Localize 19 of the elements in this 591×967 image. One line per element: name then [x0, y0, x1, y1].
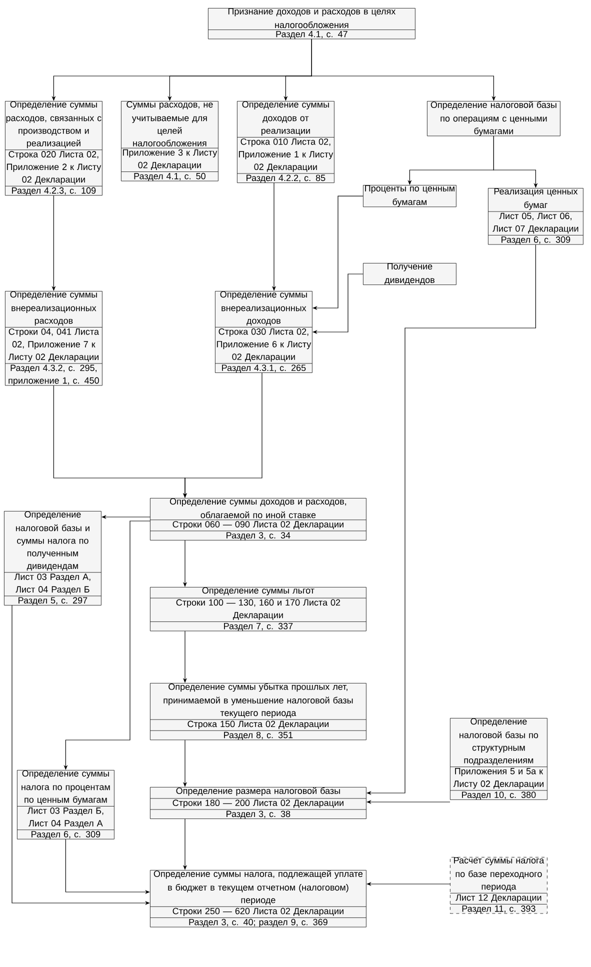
- process-box: Определение суммы налога по процентам по ценным бумагам Лист 03 Раздел Б, Лист 04 Раздел А Раздел 6, с. 309: [17, 770, 114, 840]
- process-box: Проценты по ценным бумагам: [363, 185, 456, 208]
- process-box: Суммы расходов, не учитываемые для целей налогообложения Приложение 3 к Листу 02 Декларации Раздел 4.1, с. 50: [121, 101, 218, 182]
- process-box: Определение суммы убытка прошлых лет, принимаемой в уменьшение налоговой базы текущего периода Строка 150 Листа 02 Декларации Раздел 8, с. 351: [150, 683, 366, 740]
- process-box: Определение суммы доходов от реализации Строка 010 Листа 02, Приложение 1 к Листу 02 Декларации Раздел 4.2.2, с. 85: [237, 101, 334, 183]
- process-box: Расчет суммы налога по базе переходного периода Лист 12 Декларации Раздел 11, с. 393: [450, 857, 548, 914]
- process-box: Определение суммы налога, подлежащей уплате в бюджет в текущем отчетном (налоговом) периоде Строки 250 — 620 Листа 02 Декларации Раздел 3, с. 40; раздел 9, с. 369: [150, 870, 366, 928]
- process-box: Определение суммы расходов, связанных с производством и реализацией Строка 020 Листа 02, Приложение 2 к Листу 02 Декларации Раздел 4.2.3, с. 109: [5, 101, 102, 196]
- process-box: Определение суммы доходов и расходов, облагаемой по иной ставке Строки 060 — 090 Листа 02 Декларации Раздел 3, с. 34: [150, 498, 366, 540]
- process-box: Получение дивидендов: [363, 263, 456, 285]
- process-box: Определение налоговой базы по структурным подразделениям Приложения 5 и 5а к Листу 02 Декларации Раздел 10, с. 380: [450, 718, 548, 800]
- process-box: Определение суммы внереализационных расходов Строки 04, 041 Листа 02, Приложение 7 к Листу 02 Декларации Раздел 4.3.2, с. 295, приложение 1, с. 450: [5, 291, 102, 386]
- process-box: Признание доходов и расходов в целях налогообложения Раздел 4.1, с. 47: [208, 8, 416, 40]
- process-box: Определение суммы льгот Строки 100 — 130, 160 и 170 Листа 02 Декларации Раздел 7, с. 337: [150, 587, 366, 632]
- process-box: Определение налоговой базы по операциям с ценными бумагами: [427, 101, 560, 136]
- process-box: Определение размера налоговой базы Строки 180 — 200 Листа 02 Декларации Раздел 3, с. 38: [150, 787, 366, 819]
- process-box: Определение суммы внереализационных доходов Строка 030 Листа 02, Приложение 6 к Листу 02 Декларации Раздел 4.3.1, с. 265: [215, 291, 312, 373]
- process-box: Реализация ценных бумаг Лист 05, Лист 06, Лист 07 Декларации Раздел 6, с. 309: [488, 188, 584, 245]
- process-box: Определение налоговой базы и суммы налога по полученным дивидендам Лист 03 Раздел А, Лист 04 Раздел Б Раздел 5, с. 297: [4, 511, 102, 606]
